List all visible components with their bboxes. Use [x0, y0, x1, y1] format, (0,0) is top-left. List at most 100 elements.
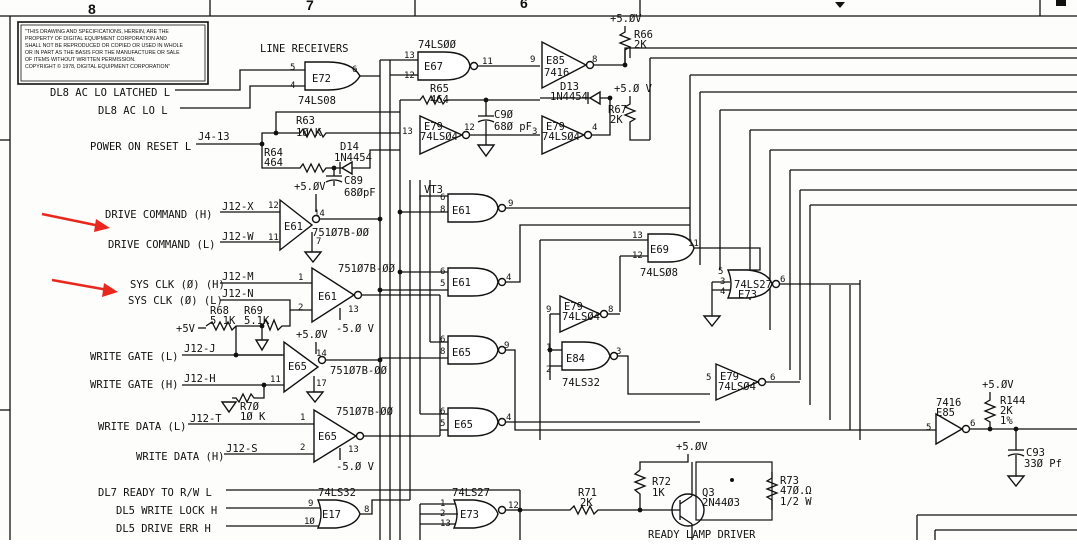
svg-text:5: 5 [706, 373, 711, 383]
svg-text:7: 7 [316, 237, 321, 247]
capacitor-c93: C93 33Ø Pf [1006, 429, 1062, 488]
svg-text:1Ø: 1Ø [304, 516, 315, 527]
svg-text:68Ø pF: 68Ø pF [494, 121, 532, 133]
svg-text:2K: 2K [610, 114, 623, 126]
svg-text:9: 9 [508, 199, 513, 209]
ready-lamp-driver-heading: READY LAMP DRIVER [648, 529, 756, 540]
receiver-e61-drive-command: E61 12 11 14 7 751Ø7B-ØØ [268, 198, 380, 264]
gate-e85-right: 7416 E85 5 6 [700, 397, 1077, 446]
gate-e84: E84 74LS32 1 2 3 [546, 341, 710, 395]
svg-text:8: 8 [364, 505, 369, 515]
dl8-ac-lo-latched-label: DL8 AC LO LATCHED L [50, 87, 170, 99]
svg-text:1%: 1% [1000, 415, 1013, 427]
svg-text:1Ø K: 1Ø K [240, 411, 266, 423]
gate-e65-nand-1: E65 6 8 9 [380, 335, 700, 431]
notice-line-2: PROPERTY OF DIGITAL EQUIPMENT CORPORATIO… [25, 36, 167, 42]
e61b-type: 751Ø7B-ØØ [338, 263, 396, 275]
notice-line-1: "THIS DRAWING AND SPECIFICATIONS, HEREIN… [25, 29, 169, 35]
resistor-r63: R63 1Ø K [261, 115, 400, 144]
e65-supply: +5.ØV [296, 329, 328, 341]
e85-label: E85 [546, 55, 565, 67]
svg-text:+5.ØV: +5.ØV [982, 379, 1014, 391]
svg-text:D14: D14 [340, 141, 359, 153]
svg-text:6: 6 [770, 373, 775, 383]
svg-text:13: 13 [402, 127, 413, 137]
transistor-q3: +5.ØV R72 1K Q3 2N44Ø3 R73 47Ø.Ω 1/2 W [633, 441, 812, 540]
write-gate-h-label: WRITE GATE (H) [90, 379, 179, 391]
e84-type: 74LS32 [562, 377, 600, 389]
svg-text:4: 4 [720, 287, 725, 297]
r67-supply: +5.Ø V [614, 83, 653, 95]
gate-e17: E17 74LS32 9 1Ø 8 [304, 487, 410, 529]
svg-text:9: 9 [546, 305, 551, 315]
e79c-type: 74LSØ4 [562, 311, 600, 323]
r66-supply: +5.ØV [610, 13, 642, 25]
e65-type: 751Ø7B-ØØ [330, 365, 388, 377]
svg-text:5: 5 [440, 279, 445, 289]
svg-text:11: 11 [270, 375, 281, 385]
write-gate-h-pin: J12-H [184, 373, 216, 385]
e72-type: 74LS08 [298, 95, 336, 107]
svg-text:8: 8 [440, 347, 445, 357]
svg-text:11: 11 [268, 233, 279, 243]
gate-e73: 74LS27 E73 5 3 4 6 [702, 267, 860, 328]
svg-text:C9Ø: C9Ø [494, 109, 514, 121]
svg-text:3: 3 [616, 347, 621, 357]
annotation-arrow-drive-command [41, 212, 110, 232]
e73b-label: E73 [460, 509, 479, 521]
line-receivers-heading: LINE RECEIVERS [260, 43, 349, 55]
receiver-e61-sys-clk: E61 1 2 13 [298, 266, 440, 324]
e61-type: 751Ø7B-ØØ [312, 227, 370, 239]
power-on-reset-pin: J4-13 [198, 131, 230, 143]
dl7-ready-label: DL7 READY TO R/W L [98, 487, 212, 499]
gate-e79d: E79 74LSØ4 5 6 [706, 362, 800, 402]
resistor-r68: R68 5.1K [205, 305, 262, 332]
svg-text:7416: 7416 [936, 397, 961, 409]
dl5-write-lock-label: DL5 WRITE LOCK H [116, 505, 217, 517]
svg-text:11: 11 [482, 57, 493, 67]
notice-line-4: OR IN PART AS THE BASIS FOR THE MANUFACT… [25, 50, 180, 56]
svg-text:6: 6 [440, 407, 445, 417]
svg-text:R72: R72 [652, 476, 671, 488]
svg-text:464: 464 [430, 94, 449, 106]
svg-text:4: 4 [592, 123, 597, 133]
svg-text:11: 11 [688, 239, 699, 249]
notice-line-6: COPYRIGHT © 1978, DIGITAL EQUIPMENT CORP… [25, 63, 170, 70]
e17-label: E17 [322, 509, 341, 521]
e79a-label: E79 [424, 121, 443, 133]
svg-text:R63: R63 [296, 115, 315, 127]
svg-text:5: 5 [440, 419, 445, 429]
e73-type: 74LS27 [734, 279, 772, 291]
svg-text:1/2 W: 1/2 W [780, 496, 812, 508]
resistor-r66: +5.ØV R66 2K [610, 13, 653, 65]
sys-clk-l-label: SYS CLK (Ø) (L) [128, 295, 223, 307]
svg-text:9: 9 [504, 341, 509, 351]
e69-type: 74LSØ8 [640, 267, 678, 279]
svg-text:C89: C89 [344, 175, 363, 187]
svg-text:E61: E61 [452, 205, 471, 217]
svg-text:C93: C93 [1026, 447, 1045, 459]
svg-text:1Ø K: 1Ø K [296, 127, 322, 139]
resistor-r70: R7Ø 1Ø K [220, 385, 266, 423]
junction-dots [233, 62, 1019, 513]
gate-e79b: E79 74LSØ4 3 4 [532, 98, 611, 156]
gate-e61-nand-2: E61 6 5 4 [380, 224, 690, 297]
svg-text:3: 3 [532, 127, 537, 137]
zone-number-8: 8 [88, 1, 96, 17]
drive-command-h-label: DRIVE COMMAND (H) [105, 209, 212, 221]
q3-supply: +5.ØV [676, 441, 708, 453]
svg-text:8: 8 [440, 205, 445, 215]
svg-text:8: 8 [608, 305, 613, 315]
diode-d13: D13 1N4454 [540, 81, 610, 106]
svg-text:E61: E61 [452, 277, 471, 289]
gate-e65-nand-2: E65 6 5 4 [420, 407, 700, 437]
drive-command-l-pin: J12-W [222, 231, 254, 243]
svg-text:R69: R69 [244, 305, 263, 317]
svg-text:R64: R64 [264, 147, 283, 159]
resistor-r65: R65 464 [400, 83, 540, 106]
dl8-ac-lo-label: DL8 AC LO L [98, 105, 168, 117]
svg-text:464: 464 [264, 157, 283, 169]
svg-text:R65: R65 [430, 83, 449, 95]
svg-text:R66: R66 [634, 29, 653, 41]
